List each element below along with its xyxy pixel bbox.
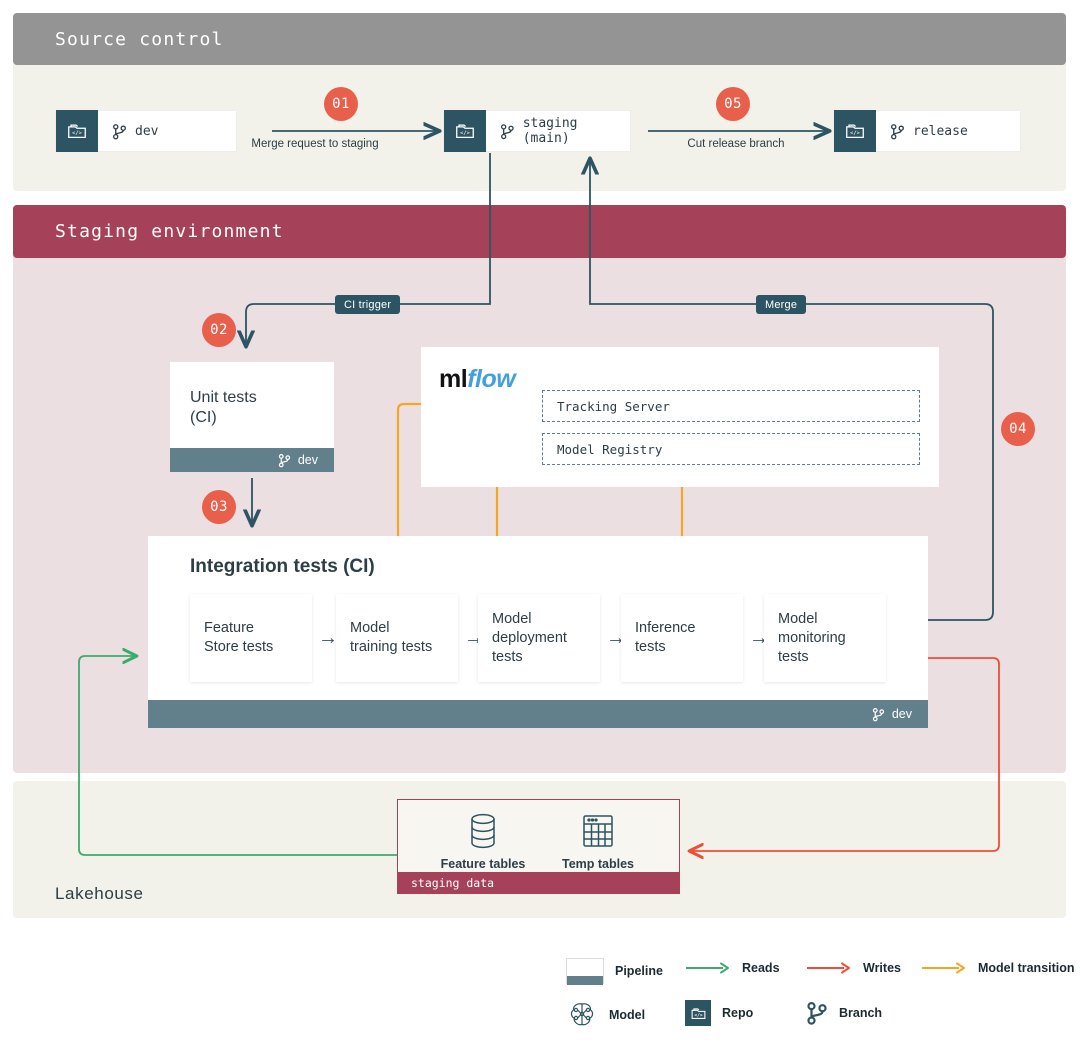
link-label-merge-request: Merge request to staging (251, 138, 379, 150)
card-unit-tests-title: Unit tests (CI) (190, 388, 257, 428)
table-grid-icon (583, 815, 613, 847)
panel-lakehouse-title: Lakehouse (55, 884, 144, 903)
svg-text:</>: </> (72, 131, 83, 137)
mlflow-model-registry[interactable]: Model Registry (542, 433, 920, 465)
it-arrow-1: → (318, 627, 338, 649)
branch-icon (278, 453, 290, 467)
unit-tests-branch-bar: dev (170, 448, 334, 472)
legend-item-writes: Writes (806, 961, 901, 975)
branch-icon (113, 123, 126, 139)
pipeline-swatch-icon (566, 958, 604, 985)
mlflow-logo: mlflow (439, 365, 516, 394)
repo-chip-release[interactable]: </> release (833, 110, 1021, 152)
repo-branch-label-release: release (913, 123, 968, 139)
it-box-inference-tests[interactable]: Inference tests (621, 594, 743, 682)
step-badge-02: 02 (202, 313, 236, 347)
legend-label: Branch (839, 1006, 883, 1020)
svg-text:</>: </> (850, 131, 861, 137)
branch-icon (501, 123, 514, 139)
arrow-orange-icon (922, 962, 965, 974)
step-badge-03: 03 (202, 490, 236, 524)
data-item-feature-tables[interactable]: Feature tables (427, 812, 539, 871)
branch-icon (872, 707, 884, 721)
legend-label: Writes (863, 961, 901, 975)
repo-icon: </> (444, 110, 486, 152)
panel-staging-environment-header: Staging environment (13, 205, 1066, 258)
arrow-green-icon (686, 962, 729, 974)
it-box-label: Feature Store tests (204, 620, 274, 655)
it-box-feature-store-tests[interactable]: Feature Store tests (190, 594, 312, 682)
repo-icon: </> (56, 110, 98, 152)
svg-text:</>: </> (694, 1012, 703, 1018)
data-item-temp-tables[interactable]: Temp tables (545, 812, 651, 871)
legend-label: Model (609, 1008, 646, 1022)
it-box-label: Model deployment tests (492, 610, 567, 665)
it-box-model-deployment-tests[interactable]: Model deployment tests (478, 594, 600, 682)
link-label-cut-release: Cut release branch (687, 138, 785, 150)
mlflow-model-registry-label: Model Registry (557, 441, 663, 457)
tag-merge: Merge (756, 295, 807, 314)
it-box-label: Inference tests (635, 620, 696, 655)
data-item-label: Feature tables (440, 857, 526, 871)
repo-branch-label-dev: dev (135, 123, 159, 139)
legend-label: Pipeline (615, 964, 663, 978)
step-badge-04: 04 (1001, 412, 1035, 446)
data-item-label: Temp tables (561, 857, 634, 871)
repo-chip-dev[interactable]: </> dev (55, 110, 237, 152)
arrow-red-icon (807, 962, 850, 974)
legend: Pipeline Reads Writes Model transition (566, 958, 1075, 1034)
card-mlflow (421, 347, 939, 487)
legend-item-pipeline: Pipeline (566, 958, 663, 985)
panel-staging-environment-title: Staging environment (55, 221, 284, 242)
mlflow-tracking-server[interactable]: Tracking Server (542, 390, 920, 422)
unit-tests-branch-label: dev (297, 453, 318, 467)
mlflow-tracking-server-label: Tracking Server (557, 398, 670, 414)
integration-tests-title: Integration tests (CI) (190, 556, 375, 577)
unit-tests-line-1: Unit tests (190, 389, 257, 406)
database-icon (471, 813, 495, 849)
legend-label: Model transition (978, 961, 1075, 975)
legend-item-branch: Branch (806, 1000, 882, 1026)
staging-data-bar: staging data (397, 872, 680, 894)
repo-branch-label-staging: staging (main) (522, 116, 578, 146)
repo-icon: </> (834, 110, 876, 152)
step-badge-01: 01 (324, 87, 358, 121)
legend-item-repo: </> Repo (685, 1000, 753, 1026)
legend-item-model: Model (566, 1000, 645, 1030)
model-brain-icon (570, 1003, 594, 1026)
branch-icon (891, 123, 904, 139)
staging-data-bar-label: staging data (411, 876, 495, 890)
legend-item-reads: Reads (685, 961, 780, 975)
integration-branch-label: dev (891, 707, 912, 721)
it-box-label: Model monitoring tests (778, 610, 846, 665)
it-box-model-monitoring-tests[interactable]: Model monitoring tests (764, 594, 886, 682)
mlflow-logo-ml: ml (439, 365, 468, 393)
legend-label: Repo (722, 1006, 754, 1020)
unit-tests-line-2: (CI) (190, 409, 217, 426)
it-box-model-training-tests[interactable]: Model training tests (336, 594, 458, 682)
repo-chip-staging[interactable]: </> staging (main) (443, 110, 631, 152)
repo-icon: </> (685, 1000, 711, 1026)
legend-label: Reads (742, 961, 780, 975)
panel-source-control-title: Source control (55, 28, 224, 50)
branch-icon (807, 1001, 827, 1025)
integration-tests-branch-bar: dev (148, 700, 928, 728)
panel-source-control-header: Source control (13, 13, 1066, 65)
mlflow-logo-flow: flow (467, 365, 516, 393)
tag-ci-trigger: CI trigger (335, 295, 401, 314)
it-box-label: Model training tests (350, 620, 433, 655)
legend-item-model-transition: Model transition (921, 961, 1075, 975)
step-badge-05: 05 (716, 87, 750, 121)
svg-text:</>: </> (460, 131, 471, 137)
